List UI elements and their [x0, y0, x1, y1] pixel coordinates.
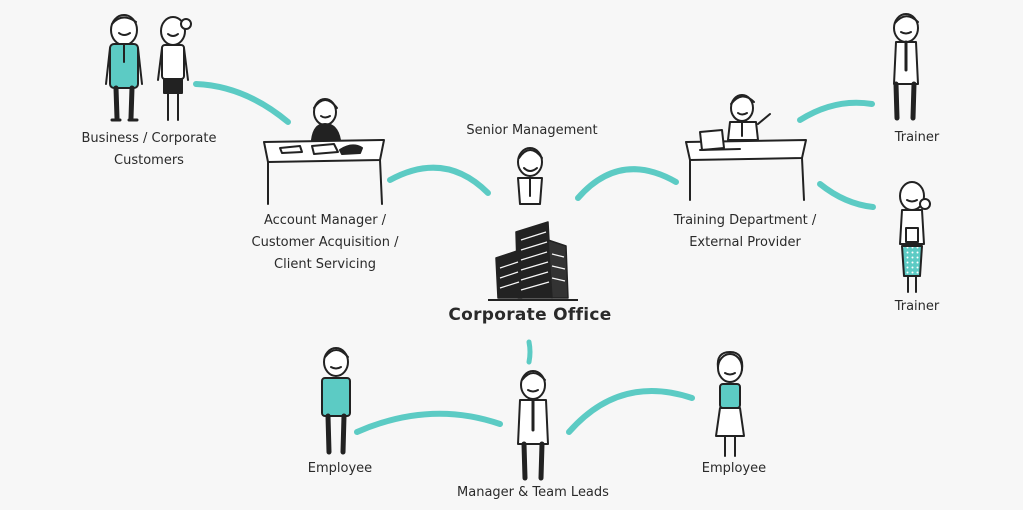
training-department-label: Training Department / External Provider	[660, 210, 830, 254]
corporate-office-title-text: Corporate Office	[448, 305, 612, 325]
training-department-label-line: Training Department /	[673, 213, 817, 228]
account-manager-label: Account Manager / Customer Acquisition /…	[240, 210, 410, 276]
training-department-label-line: External Provider	[689, 235, 801, 250]
connector-training-trainer-bottom	[817, 181, 876, 210]
customers-label-line: Customers	[114, 153, 184, 168]
account-manager-label-line: Client Servicing	[274, 257, 376, 272]
employee-right-label-text: Employee	[701, 461, 767, 476]
customer-woman-figure	[157, 16, 192, 121]
employee-right-label: Employee	[684, 458, 784, 480]
connector-office-training	[575, 166, 679, 201]
senior-manager-figure	[517, 147, 543, 205]
customers-label-line: Business / Corporate	[81, 131, 217, 146]
employee-left-figure	[321, 347, 351, 455]
trainer-top-label: Trainer	[872, 127, 962, 149]
trainer-bottom-label: Trainer	[872, 296, 962, 318]
senior-management-label-text: Senior Management	[466, 123, 598, 138]
connector-customers-account	[193, 81, 291, 125]
corporate-office-title: Corporate Office	[440, 304, 620, 326]
account-manager-label-line: Customer Acquisition /	[251, 235, 399, 250]
connector-manager-employee-right	[566, 387, 695, 435]
connector-training-trainer-top	[797, 99, 875, 123]
trainer-bottom-figure	[899, 181, 931, 293]
connector-office-manager	[526, 339, 533, 365]
employee-left-label: Employee	[290, 458, 390, 480]
connector-account-office	[387, 164, 491, 196]
customer-man-figure	[105, 14, 143, 122]
employee-left-label-text: Employee	[307, 461, 373, 476]
account-manager-label-line: Account Manager /	[263, 213, 387, 228]
training-department-desk	[685, 94, 807, 201]
senior-management-label: Senior Management	[452, 120, 612, 142]
account-manager-desk	[263, 98, 385, 205]
connector-manager-employee-left	[354, 410, 503, 435]
manager-figure	[517, 370, 549, 481]
manager-label: Manager & Team Leads	[448, 482, 618, 504]
trainer-top-figure	[893, 13, 919, 121]
corporate-office-buildings	[488, 221, 578, 301]
trainer-top-label-text: Trainer	[894, 130, 940, 145]
employee-right-figure	[715, 351, 745, 457]
manager-label-text: Manager & Team Leads	[457, 485, 609, 500]
trainer-bottom-label-text: Trainer	[894, 299, 940, 314]
customers-label: Business / Corporate Customers	[66, 128, 232, 172]
